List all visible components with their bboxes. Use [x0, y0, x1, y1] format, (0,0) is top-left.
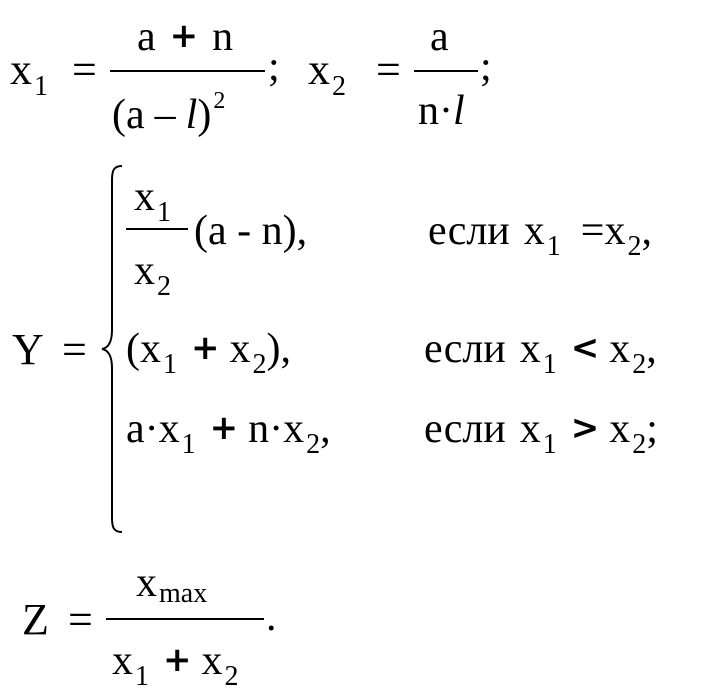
case2-index-1: 1	[163, 349, 177, 380]
case3-expression: a·x1 +n·x2,	[126, 406, 331, 459]
x1-numerator: a + n	[137, 16, 233, 58]
cond-left-symbol: x	[519, 326, 541, 372]
case3-end: ,	[320, 406, 331, 452]
left-curly-brace-icon	[101, 165, 123, 533]
x1-den-l: l	[185, 92, 198, 138]
case3-n-dot-x: n·x	[248, 406, 305, 452]
case1-fraction-bar	[126, 228, 188, 230]
case2-open: (x	[126, 326, 161, 372]
case1-num-symbol: x	[134, 174, 155, 220]
z-num-index: max	[159, 578, 208, 609]
x1-den-close: )	[197, 92, 212, 138]
case1-factor: (a - n),	[194, 208, 308, 254]
x2-lhs: x2	[308, 45, 346, 101]
equals-sign: =	[580, 208, 605, 254]
x2-separator: ;	[480, 44, 492, 90]
condition-word: если	[424, 326, 506, 372]
y-lhs: Y	[12, 325, 44, 374]
z-den-index-1: 1	[135, 661, 149, 692]
condition-word: если	[424, 406, 506, 452]
z-den-x2: x	[201, 638, 223, 684]
x1-den-power: 2	[213, 88, 226, 114]
x2-numerator: a	[430, 14, 449, 60]
case3-index-2: 2	[306, 429, 321, 460]
cond-left-symbol: x	[523, 208, 545, 254]
case1-numerator: x1	[134, 174, 171, 227]
x1-index: 1	[34, 71, 48, 102]
x1-denominator: (a–l)2	[112, 89, 225, 138]
condition-word: если	[428, 208, 510, 254]
x2-den-l: l	[453, 88, 465, 134]
case1-den-symbol: x	[134, 248, 155, 294]
case3-index-1: 1	[181, 429, 196, 460]
x1-den-open: (a	[112, 92, 145, 138]
case2-index-2: 2	[252, 349, 267, 380]
z-equals-sign: =	[68, 595, 93, 644]
case1-den-index: 2	[157, 271, 171, 302]
z-denominator: x1+x2	[112, 638, 239, 691]
x1-equals-sign: =	[72, 45, 97, 94]
cond-left-index: 1	[542, 429, 557, 460]
x2-den-n: n·	[418, 88, 453, 134]
z-fraction-bar	[106, 618, 264, 620]
plus-sign: +	[163, 640, 192, 680]
less-than-sign: <	[570, 328, 600, 368]
cond-right-index: 2	[632, 349, 647, 380]
cond-right-symbol: x	[609, 326, 631, 372]
x1-symbol: x	[10, 45, 32, 94]
cond-right-index: 2	[632, 429, 647, 460]
z-lhs: Z	[22, 595, 49, 644]
cond-right-index: 2	[627, 231, 642, 262]
x1-separator: ;	[268, 44, 280, 90]
x2-denominator: n·l	[418, 90, 465, 132]
case1-num-index: 1	[157, 197, 171, 228]
cond-end: ;	[646, 406, 658, 452]
z-den-index-2: 2	[224, 661, 239, 692]
x2-index: 2	[332, 71, 346, 102]
x1-fraction-bar	[110, 70, 265, 72]
z-num-symbol: x	[136, 560, 157, 606]
plus-sign: +	[191, 328, 220, 368]
cond-end: ,	[646, 326, 657, 372]
cond-end: ,	[641, 208, 652, 254]
cond-left-index: 1	[542, 349, 557, 380]
minus-sign: –	[154, 92, 176, 138]
z-end: .	[266, 594, 277, 640]
z-numerator: xmax	[136, 560, 207, 608]
greater-than-sign: >	[570, 408, 600, 448]
x2-symbol: x	[308, 45, 330, 94]
case2-x2: x	[229, 326, 251, 372]
cond-right-symbol: x	[609, 406, 631, 452]
x1-num-a: a	[137, 14, 156, 60]
x1-num-n: n	[212, 14, 234, 60]
case2-expression: (x1 +x2),	[126, 326, 292, 379]
x1-lhs: x1	[10, 45, 48, 101]
plus-sign: +	[169, 16, 199, 56]
cond-left-symbol: x	[519, 406, 541, 452]
case3-a-dot-x: a·x	[126, 406, 180, 452]
y-equals-sign: =	[62, 325, 87, 374]
case2-close: ),	[266, 326, 292, 372]
z-den-x1: x	[112, 638, 133, 684]
x2-fraction-bar	[414, 70, 478, 72]
cond-right-symbol: x	[604, 208, 626, 254]
plus-sign: +	[209, 408, 239, 448]
x2-equals-sign: =	[376, 45, 401, 94]
cond-left-index: 1	[546, 231, 561, 262]
case1-denominator: x2	[134, 248, 171, 301]
